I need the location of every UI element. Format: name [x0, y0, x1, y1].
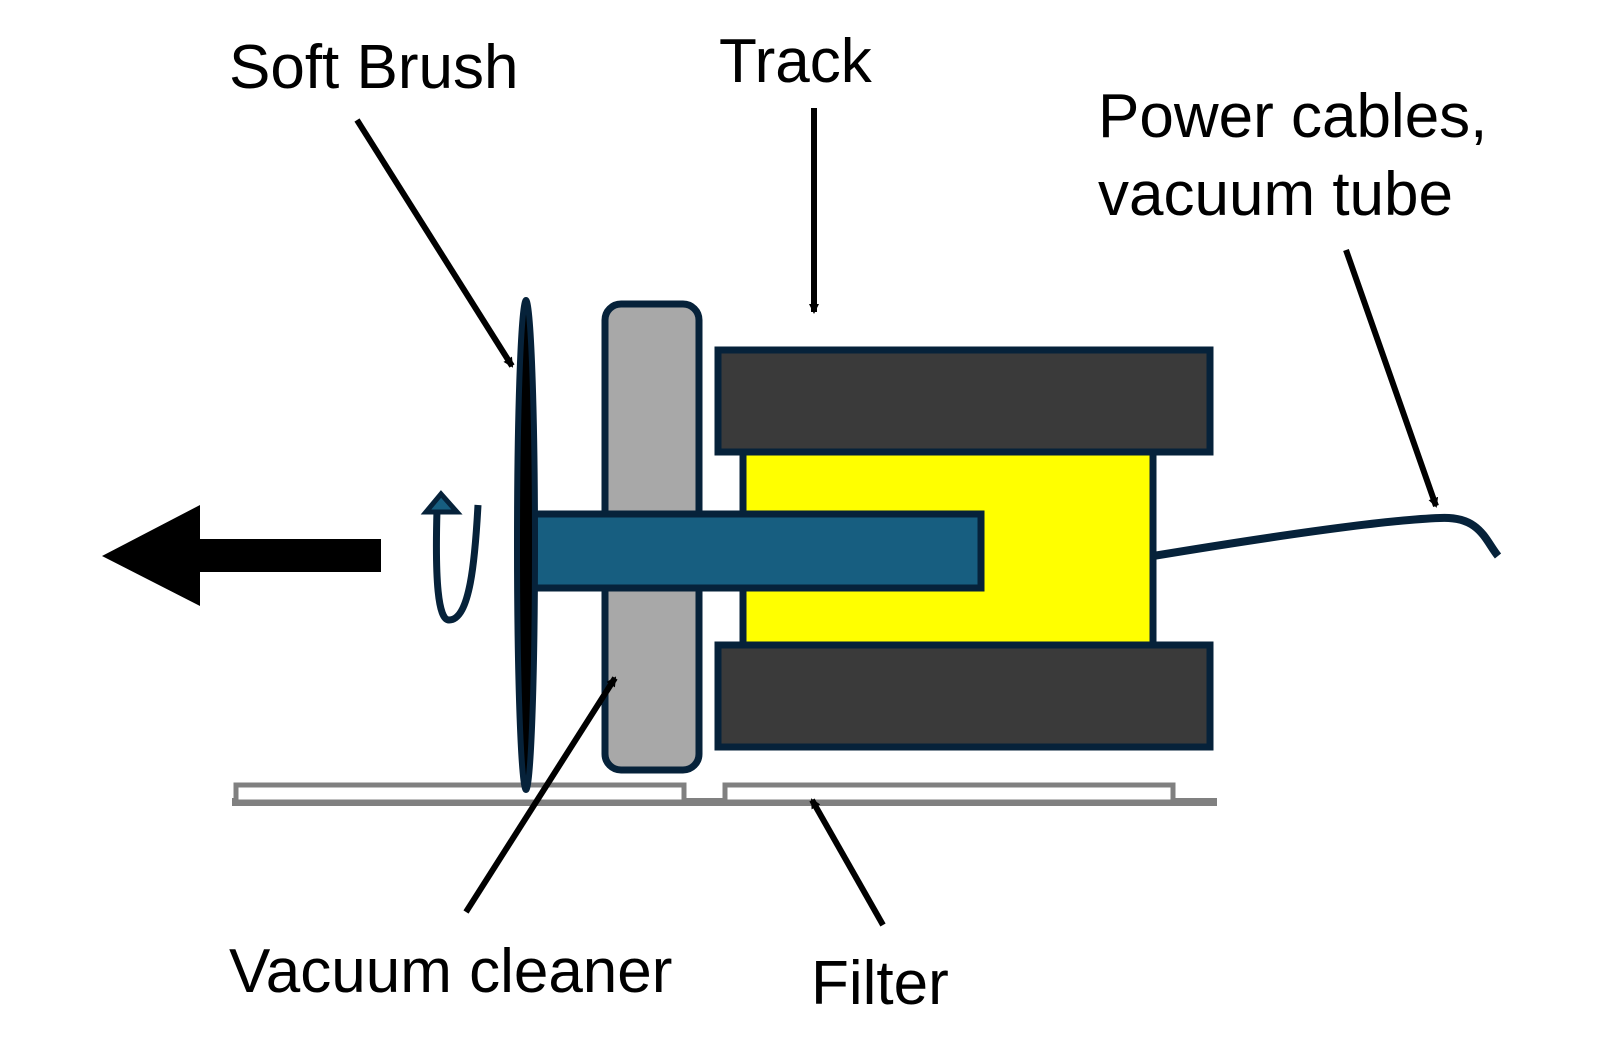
- label-track: Track: [719, 27, 873, 96]
- track-bottom: [714, 641, 1214, 751]
- label-vacuum-cleaner: Vacuum cleaner: [229, 937, 672, 1006]
- label-power-line1: Power cables,: [1098, 82, 1487, 151]
- label-power-line2: vacuum tube: [1098, 160, 1453, 229]
- motion-direction-arrow-icon: [102, 505, 381, 606]
- vacuum-cleaner-pointer: [463, 676, 618, 914]
- filter-plate-left: [233, 782, 687, 805]
- filter-plate-right: [722, 782, 1176, 805]
- rotation-arrow-icon: [420, 490, 482, 624]
- power-cable: [1152, 513, 1502, 560]
- power-cable-pointer: [1343, 249, 1439, 508]
- soft-brush: [514, 297, 538, 793]
- label-filter: Filter: [811, 949, 949, 1018]
- soft-brush-pointer: [354, 118, 515, 368]
- label-soft-brush: Soft Brush: [229, 33, 518, 102]
- brush-shaft: [528, 510, 985, 592]
- filter-plates: [232, 782, 1217, 806]
- filter-pointer: [809, 798, 886, 927]
- track-top: [714, 346, 1214, 456]
